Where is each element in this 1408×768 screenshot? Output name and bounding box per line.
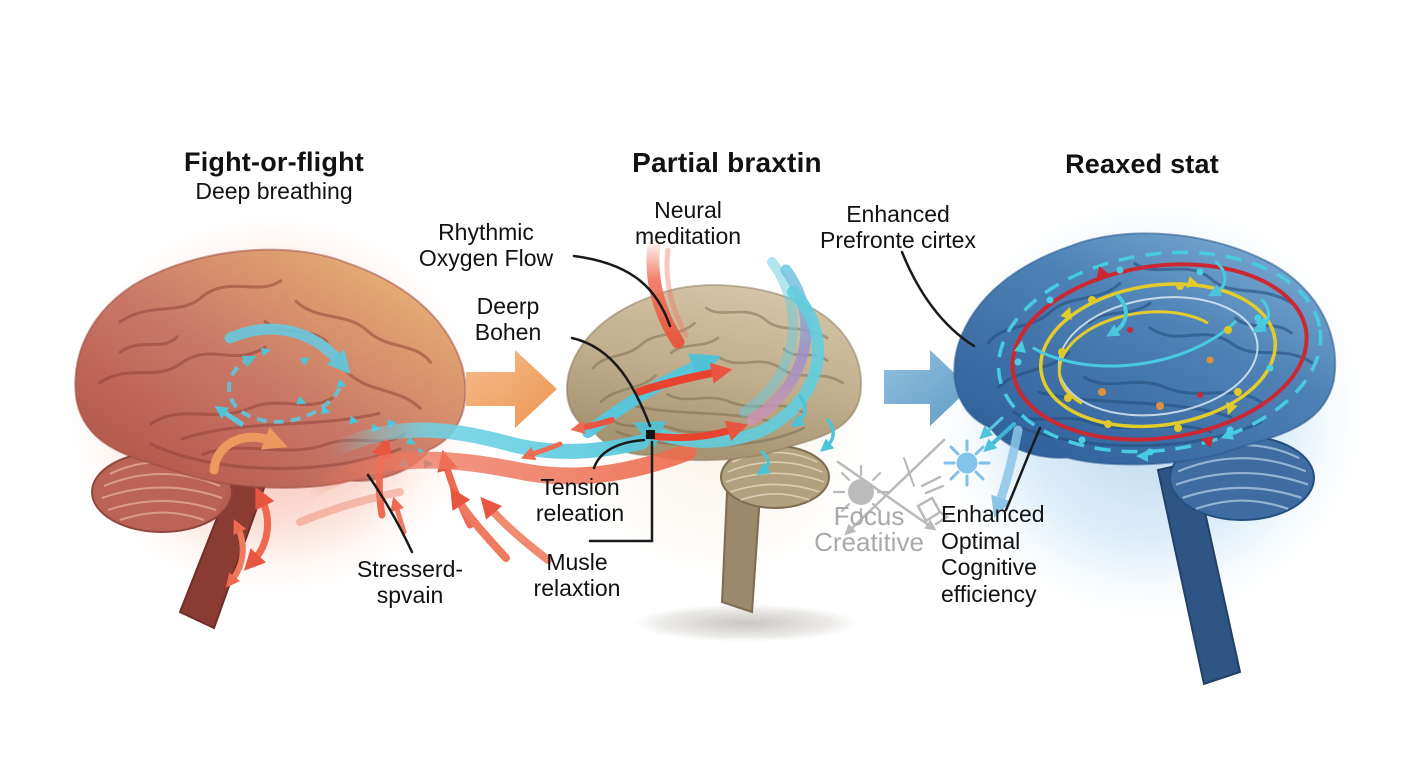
callout-tension-release: Tension releation xyxy=(535,474,625,527)
watermark-text: Focus Creatitive xyxy=(814,501,924,557)
watermark-sketch-icon xyxy=(832,438,950,536)
callout-rhythmic-oxygen-flow: Rhythmic Oxygen Flow xyxy=(418,219,554,272)
callout-neural-meditation: Neural meditation xyxy=(634,197,742,250)
callout-muscle-relaxation: Musle relaxtion xyxy=(533,549,621,602)
neural-loop-circuits xyxy=(996,250,1323,454)
callout-deep-breath: Deerp Bohen xyxy=(474,293,542,346)
stage-transition-arrow-warm xyxy=(466,350,557,428)
tension-marker-square xyxy=(646,430,655,439)
radiant-sun-icon xyxy=(943,439,991,487)
callout-stressed-spine: Stresserd- spvain xyxy=(356,556,464,609)
relaxed-brain-illustration xyxy=(953,232,1337,686)
callout-cognitive-efficiency: Enhanced Optimal Cognitive efficiency xyxy=(941,501,1045,608)
stressed-brain-illustration xyxy=(74,248,552,630)
transition-brain-illustration xyxy=(565,284,862,614)
callout-pointer-lines xyxy=(366,250,1042,554)
loop-arrowheads xyxy=(1014,266,1266,462)
stage2-title: Partial braxtin xyxy=(632,147,822,178)
calm-descent-arrows xyxy=(979,416,1023,518)
loop-node-dots xyxy=(1058,282,1242,432)
breath-flow-ribbons xyxy=(296,422,697,526)
stage1-title: Fight-or-flight Deep breathing xyxy=(184,147,364,204)
transition-flow-arrows xyxy=(520,231,835,476)
callout-prefrontal-cortex: Enhanced Prefronte cirtex xyxy=(820,201,976,254)
stage-transition-arrow-cool xyxy=(884,350,970,426)
stage3-title: Reaxed stat xyxy=(1065,149,1219,179)
